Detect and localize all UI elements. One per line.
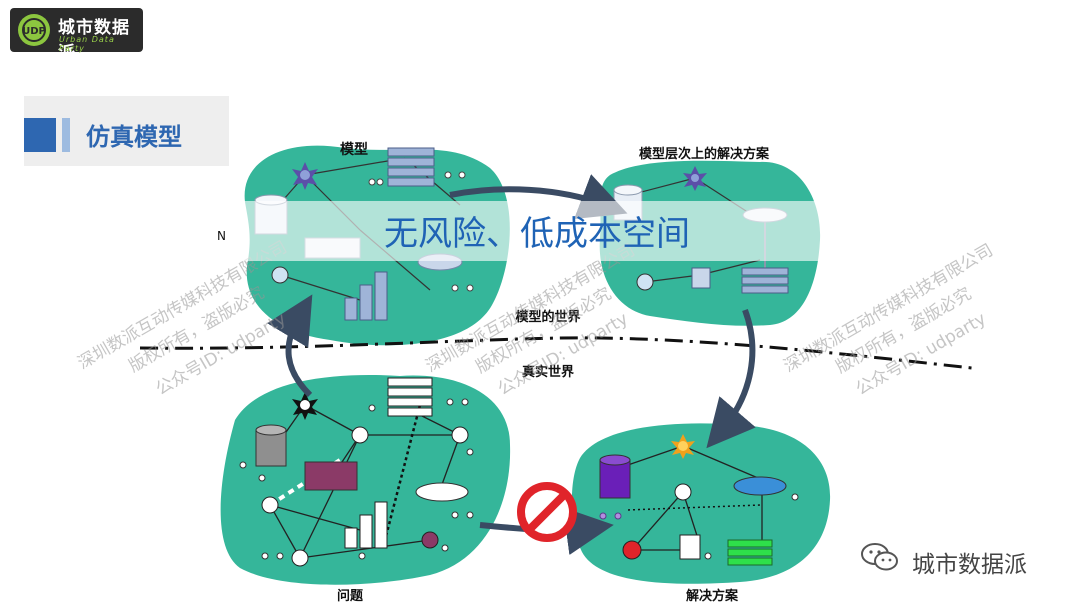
problem-platform-icon (304, 461, 358, 491)
udp-badge-icon: UDP (18, 14, 50, 46)
solution-disc-icon (733, 476, 787, 496)
problem-node-1 (351, 426, 369, 444)
label-model-world: 模型的世界 (515, 309, 580, 325)
section-marker (24, 118, 56, 152)
problem-bars-icon (344, 501, 388, 549)
model-people-icon (368, 171, 474, 292)
label-solution: 解决方案 (685, 588, 739, 604)
section-marker-thin (62, 118, 70, 152)
problem-cylinder-icon (255, 424, 287, 467)
problem-dotted-link (383, 404, 422, 541)
problem-network (269, 404, 461, 559)
solution-server-stack-icon (727, 539, 773, 566)
arrow-model-to-solution (449, 174, 628, 219)
problem-node-5 (421, 531, 439, 549)
wechat-account-name: 城市数据派 (912, 552, 1027, 578)
model-node (271, 266, 289, 284)
problem-node-4 (291, 549, 309, 567)
logo-subtitle: Urban Data Party (59, 35, 115, 53)
logo-title: 城市数据派 (58, 18, 130, 63)
solution-box-icon (679, 534, 701, 560)
label-real-world: 真实世界 (522, 364, 574, 380)
solution-cylinder-icon (599, 454, 631, 499)
section-header-bg (24, 96, 229, 166)
logo-badge-text: UDP (22, 26, 46, 37)
solution-model-box-icon (691, 267, 711, 289)
label-model-level-solution: 模型层次上的解决方案 (639, 146, 770, 162)
solution-person-icon (704, 493, 799, 560)
solution-model-node (636, 273, 654, 291)
problem-node-3 (261, 496, 279, 514)
section-title: 仿真模型 (86, 123, 182, 151)
solution-blob (571, 423, 831, 584)
model-server-stack-icon (387, 147, 435, 187)
label-model: 模型 (340, 141, 368, 158)
caption-band (232, 201, 842, 261)
solution-node (674, 483, 692, 501)
model-sun-icon (292, 162, 318, 190)
arrow-problem-to-model (267, 294, 313, 398)
logo: UDP 城市数据派 Urban Data Party (10, 8, 143, 63)
solution-model-sun-icon (683, 166, 707, 191)
solution-dotted-link (627, 504, 761, 511)
caption-text: 无风险、低成本空间 (384, 214, 690, 254)
solution-sun-icon (671, 434, 695, 459)
label-problem: 问题 (337, 588, 364, 604)
problem-server-stack-icon (387, 377, 433, 417)
problem-node-2 (451, 426, 469, 444)
problem-blob (220, 374, 511, 585)
problem-disc-icon (415, 482, 469, 502)
wechat-icon (861, 543, 898, 571)
solution-model-server-stack-icon (741, 267, 789, 294)
problem-people-icon (239, 398, 474, 560)
arrow-solution-to-real (706, 308, 756, 449)
solution-red-node (622, 540, 642, 560)
label-n-letter: N (217, 229, 226, 243)
model-bars-icon (344, 271, 388, 321)
prohibited-icon (517, 482, 577, 542)
problem-sun-icon (292, 392, 318, 420)
